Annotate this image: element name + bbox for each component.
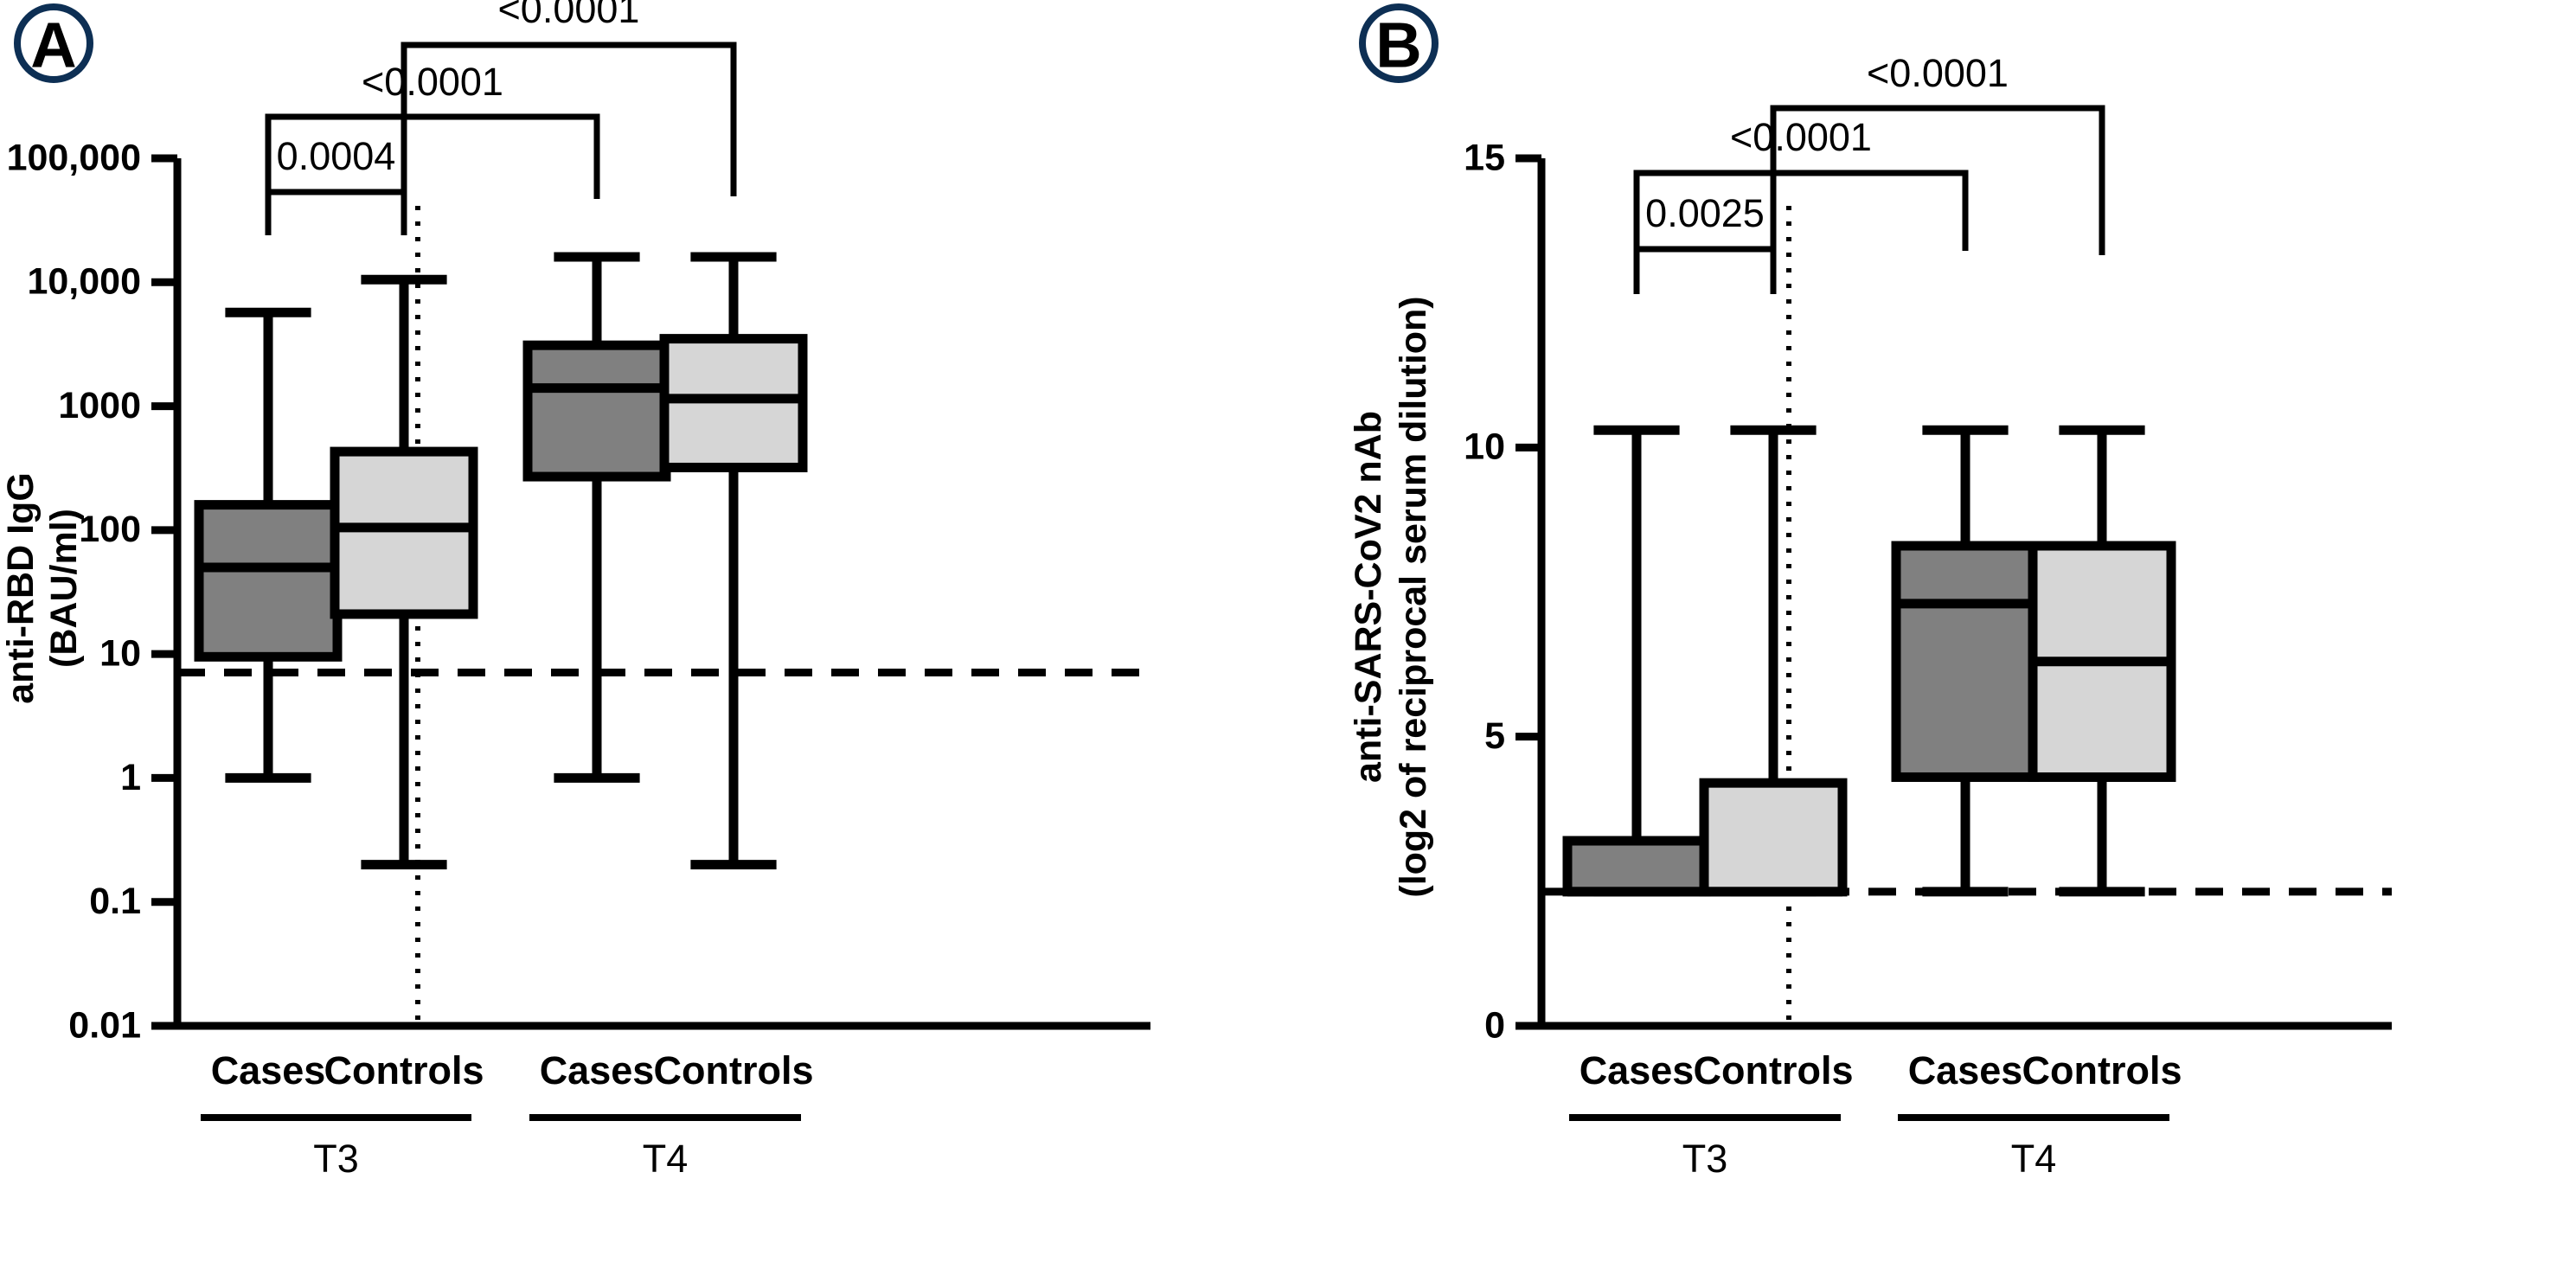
pvalue-bracket-line bbox=[1633, 246, 1777, 294]
box-iqr bbox=[522, 340, 671, 482]
y-tick-label: 5 bbox=[1484, 715, 1505, 757]
pvalue-label: 0.0004 bbox=[277, 134, 396, 178]
pvalue-bracket: <0.0001 bbox=[1633, 115, 1969, 251]
pvalue-label: <0.0001 bbox=[498, 0, 640, 31]
y-tick-label: 0.01 bbox=[68, 1004, 141, 1046]
y-tick-label: 15 bbox=[1464, 137, 1505, 178]
pvalue-bracket-line bbox=[400, 42, 737, 196]
y-tick-label: 1000 bbox=[58, 385, 141, 426]
y-tick-label: 0.1 bbox=[89, 881, 141, 922]
y-tick-label: 10 bbox=[1464, 426, 1505, 468]
pvalue-bracket: 0.0004 bbox=[265, 134, 407, 235]
x-category-label: Cases bbox=[540, 1048, 655, 1092]
pvalue-bracket-line bbox=[265, 113, 600, 199]
panel-badge-letter: A bbox=[30, 10, 76, 81]
pvalue-bracket: <0.0001 bbox=[265, 60, 600, 199]
y-axis-title-line1: anti-SARS-CoV2 nAb bbox=[1349, 411, 1389, 783]
boxplot-t4-controls bbox=[659, 252, 808, 870]
pvalue-label: <0.0001 bbox=[362, 60, 503, 104]
x-category-label: Cases bbox=[1908, 1048, 2023, 1092]
x-group-label: T4 bbox=[643, 1137, 689, 1181]
pvalue-bracket: 0.0025 bbox=[1633, 191, 1777, 294]
panel-badge-b: B bbox=[1359, 3, 1439, 83]
box-iqr bbox=[194, 500, 343, 662]
pvalue-label: 0.0025 bbox=[1645, 191, 1765, 235]
panel-badge-a: A bbox=[14, 3, 93, 83]
pvalue-bracket-line bbox=[1633, 170, 1969, 251]
x-category-label: Controls bbox=[2022, 1048, 2182, 1092]
y-axis-title-line2: (log2 of reciprocal serum dilution) bbox=[1393, 296, 1434, 897]
x-group-label: T3 bbox=[1682, 1137, 1728, 1181]
y-tick-label: 1 bbox=[120, 757, 141, 798]
panel-badge-letter: B bbox=[1375, 10, 1421, 81]
panel-b: B 15 10 5 0 anti-SARS-CoV2 nAb(log2 of recipr… bbox=[1349, 3, 2392, 1181]
boxplot-t3-cases bbox=[194, 307, 343, 783]
boxplot-t4-controls bbox=[2028, 425, 2176, 897]
panel-badge-circle bbox=[14, 3, 93, 83]
boxplot-t3-controls bbox=[1699, 425, 1848, 897]
boxplot-t3-controls bbox=[330, 274, 478, 870]
y-tick-label: 100,000 bbox=[7, 137, 141, 178]
x-category-label: Cases bbox=[1580, 1048, 1695, 1092]
boxplot-t4-cases bbox=[1891, 425, 2040, 897]
x-category-label: Controls bbox=[654, 1048, 814, 1092]
box-iqr bbox=[1699, 778, 1848, 897]
pvalue-bracket-line bbox=[1770, 105, 2105, 255]
x-category-label: Controls bbox=[1694, 1048, 1854, 1092]
y-tick-label: 100 bbox=[79, 509, 141, 550]
panel-a: A 100,000 10,000 1000 100 10 1 0.1 0.01 anti-RBD … bbox=[0, 0, 1150, 1181]
x-group-label: T4 bbox=[2011, 1137, 2057, 1181]
box-iqr bbox=[1891, 541, 2040, 782]
panel-badge-circle bbox=[1359, 3, 1439, 83]
y-axis-title-line2: (BAU/ml) bbox=[43, 509, 85, 668]
pvalue-label: <0.0001 bbox=[1867, 51, 2009, 95]
x-category-label: Controls bbox=[324, 1048, 484, 1092]
pvalue-bracket: <0.0001 bbox=[1770, 51, 2105, 255]
y-tick-label: 0 bbox=[1484, 1004, 1505, 1046]
y-axis-title-line1: anti-RBD IgG bbox=[0, 472, 42, 704]
boxplot-t4-cases bbox=[522, 252, 671, 783]
boxplot-t3-cases bbox=[1562, 425, 1711, 897]
pvalue-label: <0.0001 bbox=[1730, 115, 1872, 159]
box-iqr bbox=[330, 446, 478, 619]
box-iqr bbox=[1562, 836, 1711, 897]
pvalue-bracket-line bbox=[265, 189, 407, 235]
y-tick-label: 10 bbox=[99, 633, 141, 675]
x-category-label: Cases bbox=[211, 1048, 326, 1092]
x-group-label: T3 bbox=[313, 1137, 359, 1181]
pvalue-bracket: <0.0001 bbox=[400, 0, 737, 196]
y-tick-label: 10,000 bbox=[27, 261, 141, 303]
